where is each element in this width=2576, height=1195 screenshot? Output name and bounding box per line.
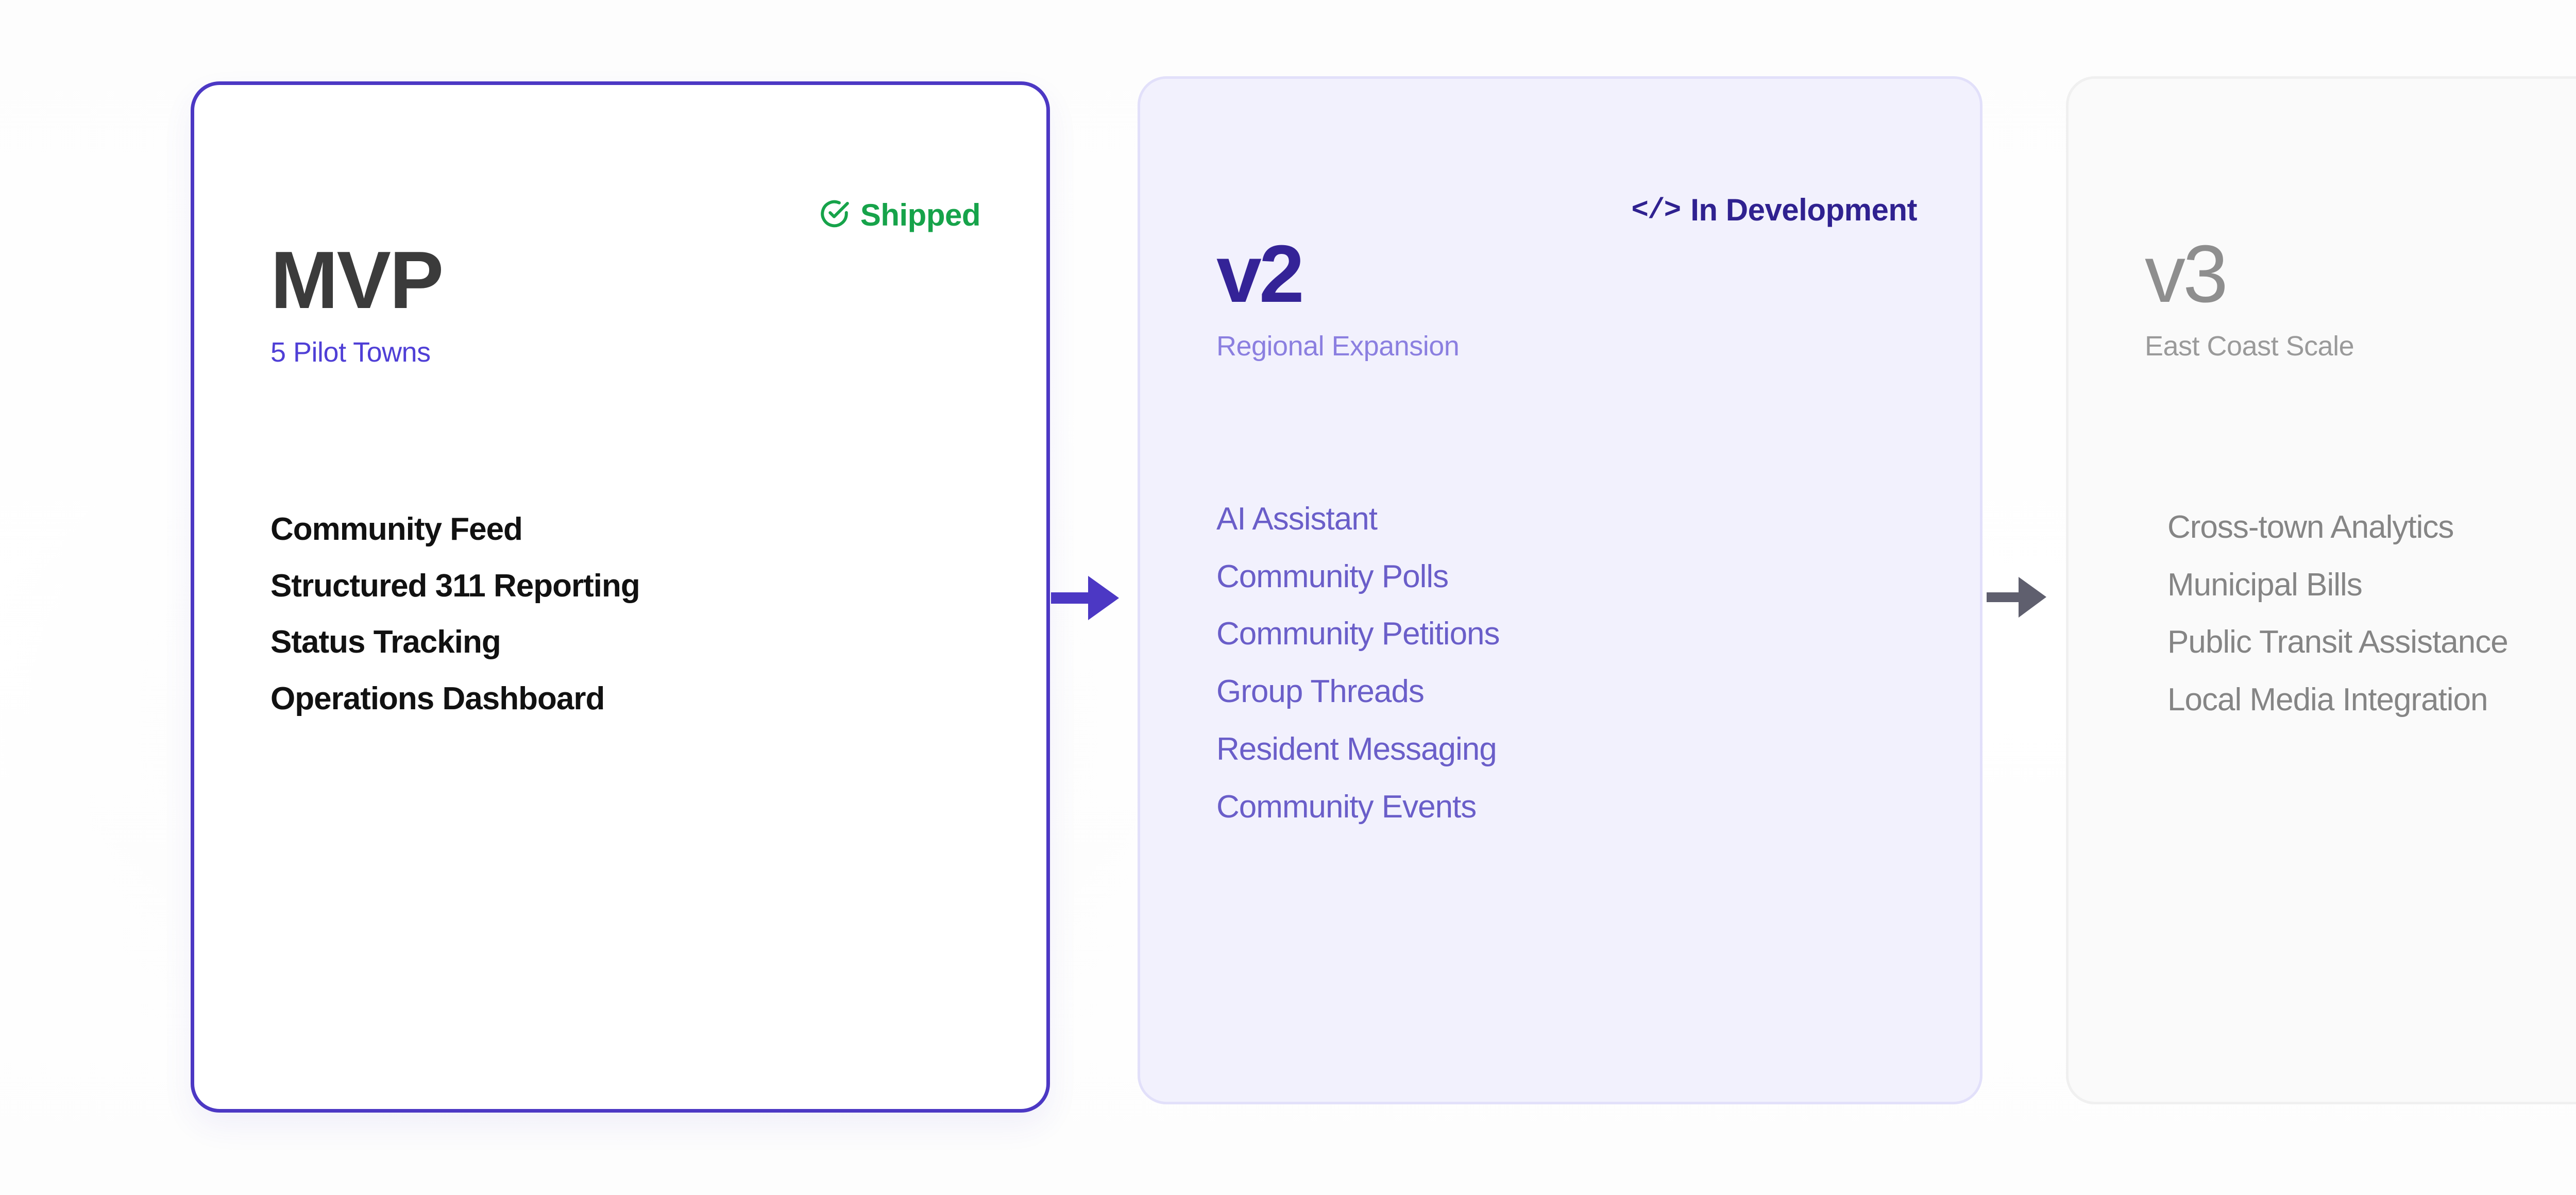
feature-item[interactable]: Cross-town Analytics <box>2167 509 2454 545</box>
feature-item[interactable]: Community Feed <box>270 511 523 547</box>
status-badge-shipped: Shipped <box>818 197 981 233</box>
feature-item[interactable]: AI Assistant <box>1216 501 1378 537</box>
arrow-right-icon-v2-to-v3 <box>1987 573 2048 625</box>
feature-item[interactable]: Community Events <box>1216 789 1477 825</box>
feature-item[interactable]: Community Petitions <box>1216 616 1500 652</box>
feature-item[interactable]: Status Tracking <box>270 624 501 660</box>
feature-item[interactable]: Group Threads <box>1216 674 1425 710</box>
roadmap-card-v3[interactable]: v3 East Coast Scale Cross-town Analytics… <box>2066 76 2576 1104</box>
roadmap-card-mvp[interactable]: Shipped MVP 5 Pilot Towns Community Feed… <box>191 81 1050 1113</box>
status-badge-label: In Development <box>1690 193 1917 227</box>
feature-list-v2: AI Assistant Community Polls Community P… <box>1216 502 1500 824</box>
feature-item[interactable]: Operations Dashboard <box>270 681 605 717</box>
feature-item[interactable]: Resident Messaging <box>1216 731 1497 767</box>
version-subtitle: Regional Expansion <box>1216 331 1460 362</box>
status-badge-in-development: </> In Development <box>1631 192 1917 228</box>
card-header-v3: v3 East Coast Scale <box>2145 233 2354 362</box>
code-brackets-icon: </> <box>1631 193 1681 227</box>
arrow-right-icon-mvp-to-v2 <box>1051 572 1121 628</box>
card-header-v2: v2 Regional Expansion <box>1216 229 1460 362</box>
version-title: MVP <box>270 235 444 326</box>
version-subtitle: 5 Pilot Towns <box>270 337 431 368</box>
feature-item[interactable]: Community Polls <box>1216 558 1449 594</box>
status-badge-label: Shipped <box>860 198 981 232</box>
feature-list-v3: Cross-town Analytics Municipal Bills Pub… <box>2167 509 2509 718</box>
feature-item[interactable]: Public Transit Assistance <box>2167 624 2509 660</box>
version-subtitle: East Coast Scale <box>2145 331 2354 362</box>
feature-item[interactable]: Local Media Integration <box>2167 682 2488 718</box>
feature-item[interactable]: Structured 311 Reporting <box>270 568 640 604</box>
check-circle-icon <box>818 198 850 232</box>
feature-item[interactable]: Municipal Bills <box>2167 567 2363 603</box>
version-title: v3 <box>2145 229 2228 319</box>
version-title: v2 <box>1216 229 1304 319</box>
roadmap-card-v2[interactable]: </> In Development v2 Regional Expansion… <box>1138 76 1982 1104</box>
card-header-mvp: MVP 5 Pilot Towns <box>270 235 444 368</box>
feature-list-mvp: Community Feed Structured 311 Reporting … <box>270 513 640 716</box>
